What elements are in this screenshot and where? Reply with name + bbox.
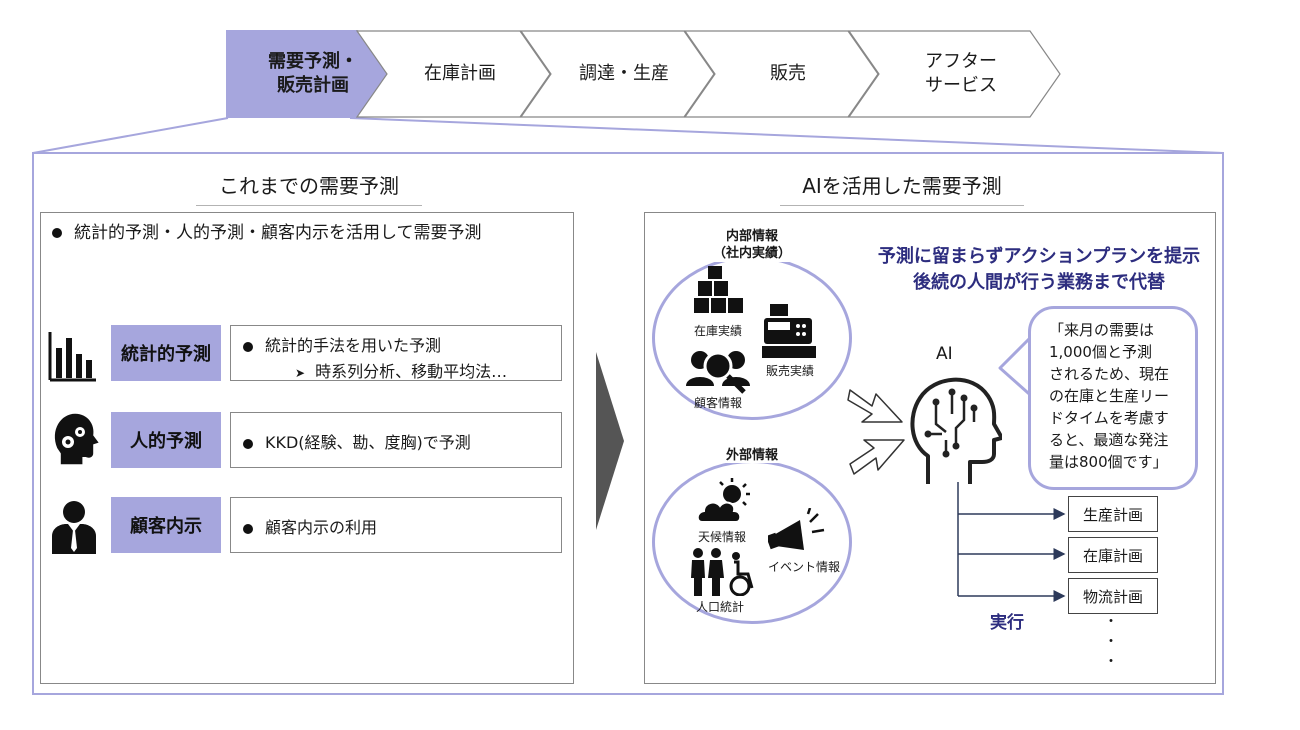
headline-line-2: 後続の人間が行う業務まで代替 [913, 272, 1165, 293]
flow-step-label: アフター サービス [925, 51, 997, 96]
weather-icon [696, 478, 750, 523]
detail-frame [32, 152, 1224, 695]
plan-production: 生産計画 [1068, 496, 1158, 532]
internal-item-inventory: 在庫実績 [693, 324, 742, 338]
internal-title-text: 内部情報 [725, 229, 778, 244]
internal-subtitle-text: （社内実績） [712, 246, 791, 261]
external-info-circle [652, 460, 852, 624]
boxes-icon [694, 266, 743, 313]
external-info-title: 外部情報 [714, 444, 790, 463]
plan-logistics: 物流計画 [1068, 578, 1158, 614]
flow-step-procurement: 調達・生産 [520, 30, 716, 118]
right-section-title: AIを活用した需要予測 [780, 170, 1024, 206]
flow-step-label: 販売 [770, 63, 806, 84]
bullet-icon [52, 228, 62, 238]
flow-step-demand-forecast: 需要予測・ 販売計画 [226, 30, 388, 118]
chevron-shape [226, 30, 388, 118]
flow-step-label: 調達・生産 [579, 63, 669, 84]
plan-ellipsis: ・ ・ ・ [1104, 614, 1118, 670]
plan-inventory: 在庫計画 [1068, 537, 1158, 573]
internal-info-title: 内部情報 （社内実績） [700, 228, 804, 262]
external-item-population: 人口統計 [695, 600, 744, 614]
chevron-shape [684, 30, 879, 118]
flow-step-label: 需要予測・ 販売計画 [268, 51, 358, 96]
businessman-icon [52, 501, 96, 554]
flow-step-after-service: アフター サービス [848, 30, 1062, 118]
cash-register-icon [762, 304, 816, 358]
bullet-icon [243, 341, 253, 352]
flow-step-inventory: 在庫計画 [356, 30, 552, 118]
summary-bullet: 統計的予測・人的予測・顧客内示を活用して需要予測 [52, 218, 482, 243]
external-item-weather: 天候情報 [697, 530, 746, 544]
method-sub-text: 時系列分析、移動平均法… [315, 362, 508, 381]
flow-step-sales: 販売 [684, 30, 880, 118]
summary-text: 統計的予測・人的予測・顧客内示を活用して需要予測 [74, 223, 482, 243]
execution-connectors [957, 482, 1066, 602]
internal-item-customer: 顧客情報 [693, 396, 742, 410]
input-arrows-icon [847, 389, 905, 475]
bullet-icon [243, 438, 253, 449]
ai-headline: 予測に留まらずアクションプランを提示 後続の人間が行う業務まで代替 [864, 244, 1214, 296]
method-desc-text: 顧客内示の利用 [265, 518, 378, 537]
method-desc-customer: 顧客内示の利用 [230, 497, 562, 553]
bar-chart-icon [48, 332, 96, 382]
chevron-shape [520, 30, 715, 118]
method-desc-human: KKD(経験、勘、度胸)で予測 [230, 412, 562, 468]
external-item-event: イベント情報 [767, 560, 840, 574]
megaphone-icon [768, 508, 825, 550]
ai-label: AI [936, 344, 953, 364]
flow-step-label: 在庫計画 [424, 63, 496, 84]
callout-lines [32, 117, 1224, 154]
ai-speech-bubble: 「来月の需要は 1,000個と予測 されるため、現在 の在庫と生産リー ドタイム… [1028, 306, 1198, 490]
ai-head-icon [910, 377, 1002, 484]
headline-line-1: 予測に留まらずアクションプランを提示 [877, 246, 1201, 267]
method-label-statistical: 統計的予測 [111, 325, 221, 381]
chevron-shape [848, 30, 1061, 118]
method-label-customer: 顧客内示 [111, 497, 221, 553]
head-gears-icon [54, 413, 99, 465]
population-icon [691, 548, 754, 596]
customers-icon [686, 351, 750, 394]
left-section-title: これまでの需要予測 [196, 170, 422, 206]
method-desc-text: 統計的手法を用いた予測 [265, 336, 442, 355]
method-label-human: 人的予測 [111, 412, 221, 468]
transition-arrow-icon [596, 352, 624, 530]
bullet-icon [243, 523, 253, 534]
internal-item-sales: 販売実績 [765, 364, 814, 378]
method-desc-text: KKD(経験、勘、度胸)で予測 [265, 433, 471, 452]
arrow-bullet-icon: ➤ [295, 366, 306, 380]
method-desc-statistical: 統計的手法を用いた予測 ➤ 時系列分析、移動平均法… [230, 325, 562, 381]
chevron-shape [356, 30, 551, 118]
execute-label: 実行 [990, 613, 1024, 633]
